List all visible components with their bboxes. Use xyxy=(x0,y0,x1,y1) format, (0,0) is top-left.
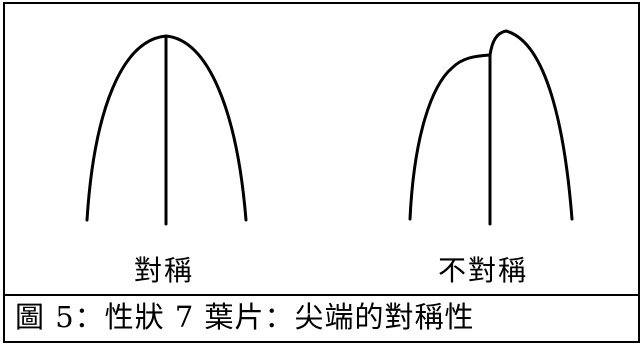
asymmetric-label: 不對稱 xyxy=(438,254,529,287)
illustration-frame xyxy=(3,2,640,296)
asymmetric-leaf-right-outline xyxy=(488,29,574,221)
symmetric-leaf-tip xyxy=(85,34,248,226)
leaf-tip-illustrations xyxy=(85,29,574,226)
symmetric-label: 對稱 xyxy=(134,254,195,287)
caption-frame: 圖 5：性狀 7 葉片：尖端的對稱性 xyxy=(3,294,640,343)
asymmetric-leaf-left-outline xyxy=(408,53,492,221)
figure-caption: 圖 5：性狀 7 葉片：尖端的對稱性 xyxy=(15,300,475,334)
asymmetric-leaf-tip xyxy=(408,29,574,226)
